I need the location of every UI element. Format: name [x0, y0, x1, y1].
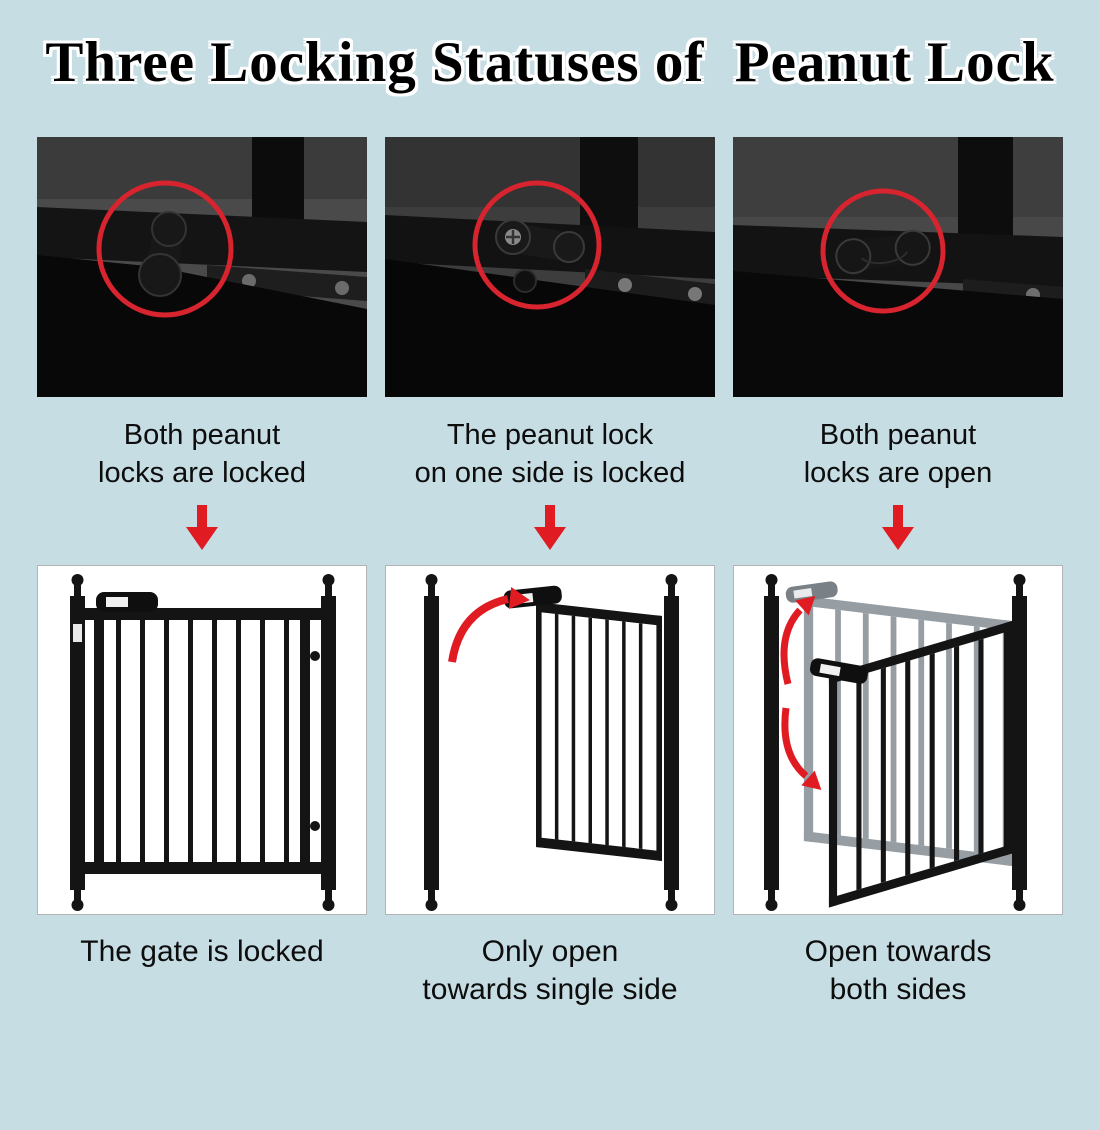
- status-caption-1: Both peanut locks are locked: [98, 419, 306, 489]
- highlight-circle-icon: [820, 188, 946, 314]
- page-title: Three Locking Statuses of Peanut Lock: [45, 31, 1055, 94]
- status-caption-3: Both peanut locks are open: [803, 419, 993, 489]
- swing-down-arrow-icon: [781, 707, 822, 791]
- highlight-circle-icon: [472, 180, 602, 310]
- result-caption-3: Open towards both sides: [804, 935, 992, 1006]
- column-both-open: Both peanut locks are open: [733, 137, 1063, 1008]
- peanut-lock-open-icon: [835, 229, 931, 275]
- peanut-lock-both-locked-photo: [37, 137, 367, 397]
- red-down-arrow-icon: [185, 503, 219, 553]
- red-down-arrow-icon: [881, 503, 915, 553]
- gate-closed-icon: [38, 566, 366, 914]
- gate-open-both-icon: [734, 566, 1062, 914]
- highlight-circle-icon: [96, 180, 234, 318]
- gate-open-single-side-illustration: [385, 565, 715, 915]
- peanut-lock-one-side-locked-photo: [385, 137, 715, 397]
- gate-handle-icon: [809, 658, 869, 684]
- column-one-side-locked: The peanut lock on one side is locked: [385, 137, 715, 1008]
- red-down-arrow-icon: [533, 503, 567, 553]
- gate-open-both-sides-illustration: [733, 565, 1063, 915]
- column-both-locked: Both peanut locks are locked: [37, 137, 367, 1008]
- lock-photo-2-icon: [385, 137, 715, 397]
- peanut-lock-screw-icon: [495, 219, 585, 293]
- front-door-icon: [828, 621, 1012, 908]
- lock-photo-1-icon: [37, 137, 367, 397]
- columns-grid: Both peanut locks are locked: [0, 137, 1100, 1008]
- ghost-handle-icon: [785, 581, 838, 603]
- open-door-icon: [536, 601, 662, 862]
- swing-up-arrow-icon: [780, 595, 816, 685]
- gate-open-single-icon: [386, 566, 714, 914]
- result-caption-1: The gate is locked: [80, 935, 324, 968]
- result-caption-2: Only open towards single side: [422, 935, 678, 1006]
- status-caption-2: The peanut lock on one side is locked: [414, 419, 686, 489]
- gate-handle-icon: [96, 592, 158, 612]
- peanut-lock-vertical-icon: [138, 211, 187, 297]
- gate-closed-illustration: [37, 565, 367, 915]
- peanut-lock-both-open-photo: [733, 137, 1063, 397]
- infographic-page: Three Locking Statuses of Peanut Lock: [0, 30, 1100, 1130]
- swing-arrow-icon: [448, 587, 530, 663]
- lock-photo-3-icon: [733, 137, 1063, 397]
